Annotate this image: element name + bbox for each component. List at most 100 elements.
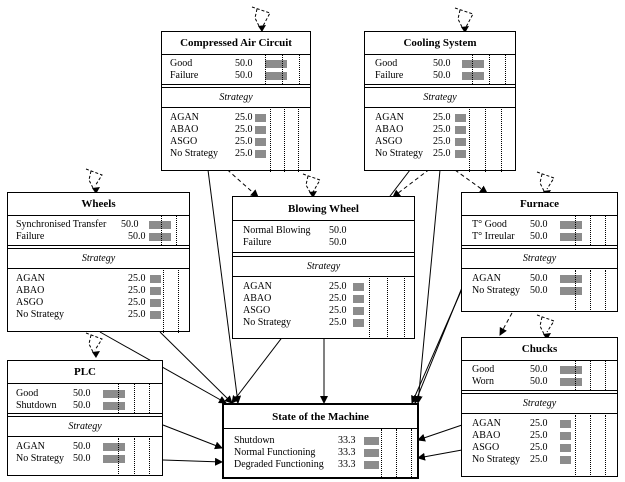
grid-line xyxy=(134,384,135,413)
strategy-value: 25.0 xyxy=(329,281,347,292)
strategy-header: Strategy xyxy=(462,249,617,269)
node-compressed-air-circuit[interactable]: Compressed Air Circuit Good 50.0 Failure… xyxy=(161,31,311,172)
grid-line xyxy=(265,55,266,84)
grid-line xyxy=(590,361,591,390)
state-label: Synchronised Transfer xyxy=(16,219,107,230)
strategy-label: AGAN xyxy=(170,112,199,123)
state-row[interactable]: Good 50.0 xyxy=(375,58,515,70)
grid-line xyxy=(149,384,150,413)
state-label: Shutdown xyxy=(234,435,275,446)
state-label: Normal Functioning xyxy=(234,447,316,458)
strategy-label: ASGO xyxy=(243,305,271,316)
strategy-label: AGAN xyxy=(472,418,501,429)
strategy-header: Strategy xyxy=(462,394,617,414)
strategy-value: 50.0 xyxy=(530,273,548,284)
state-value: 50.0 xyxy=(433,58,451,69)
node-title: Furnace xyxy=(462,193,617,216)
loop-arrow-cooling xyxy=(461,26,469,33)
probability-bar xyxy=(255,114,266,122)
strategy-value: 25.0 xyxy=(530,442,548,453)
strategy-value: 25.0 xyxy=(530,430,548,441)
grid-line xyxy=(396,429,397,477)
strategy-label: No Strategy xyxy=(472,285,521,296)
grid-line xyxy=(469,109,470,172)
probability-bar xyxy=(103,443,125,451)
grid-line xyxy=(381,429,382,477)
probability-bar xyxy=(150,311,161,319)
strategy-row[interactable]: AGAN 25.0 xyxy=(472,418,617,430)
state-row[interactable]: Failure 50.0 xyxy=(170,70,310,82)
probability-bar xyxy=(265,72,287,80)
state-label: Good xyxy=(375,58,398,69)
state-label: Good xyxy=(170,58,193,69)
link-chucks-to-machine xyxy=(417,424,463,442)
node-title: Blowing Wheel xyxy=(233,197,414,221)
node-blowing-wheel[interactable]: Blowing Wheel Normal Blowing 50.0 Failure… xyxy=(232,196,415,339)
state-label: Normal Blowing xyxy=(243,225,311,236)
grid-line xyxy=(605,415,606,477)
strategy-value: 25.0 xyxy=(235,112,253,123)
probability-bar xyxy=(560,420,571,428)
probability-bar xyxy=(103,390,125,398)
probability-bar xyxy=(103,402,125,410)
state-value: 50.0 xyxy=(329,225,347,236)
strategy-label: No Strategy xyxy=(375,148,424,159)
strategy-row[interactable]: AGAN 25.0 xyxy=(170,112,310,124)
state-value: 50.0 xyxy=(235,70,253,81)
strategy-value: 25.0 xyxy=(128,309,146,320)
state-row[interactable]: Normal Blowing 50.0 xyxy=(243,225,413,237)
strategy-value: 25.0 xyxy=(530,418,548,429)
strategy-label: ABAO xyxy=(472,430,501,441)
strategy-value: 25.0 xyxy=(128,285,146,296)
strategy-header: Strategy xyxy=(8,417,162,437)
grid-line xyxy=(118,384,119,413)
loop-chucks xyxy=(536,314,555,337)
probability-bar xyxy=(364,449,379,457)
strategy-row[interactable]: ABAO 25.0 xyxy=(472,430,617,442)
state-row[interactable]: Good 50.0 xyxy=(170,58,310,70)
grid-line xyxy=(575,361,576,390)
